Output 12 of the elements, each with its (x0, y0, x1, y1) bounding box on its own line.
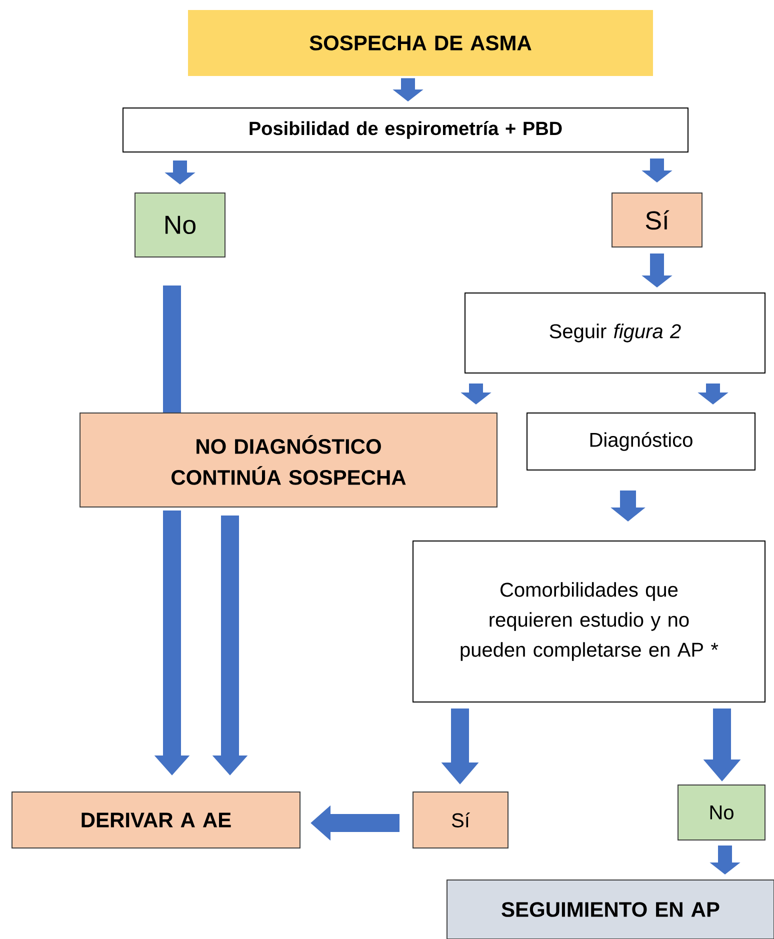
process-box: Seguir figura 2 (464, 292, 766, 374)
result-box: DERIVAR A AE (12, 792, 300, 848)
answer-box: Sí (412, 792, 508, 848)
answer-box: No (134, 192, 226, 258)
answer-box: No (678, 784, 766, 840)
process-box: Posibilidad de espirometría + PBD (122, 107, 688, 152)
result-box: NO DIAGNÓSTICO CONTINÚA SOSPECHA (80, 412, 498, 508)
process-box: Diagnóstico (526, 412, 756, 470)
start-box: SOSPECHA DE ASMA (188, 10, 653, 76)
result-box: SEGUIMIENTO EN AP (446, 880, 774, 939)
process-box: Comorbilidades que requieren estudio y no pueden completarse en AP * (412, 540, 766, 702)
answer-box: Sí (612, 192, 702, 248)
